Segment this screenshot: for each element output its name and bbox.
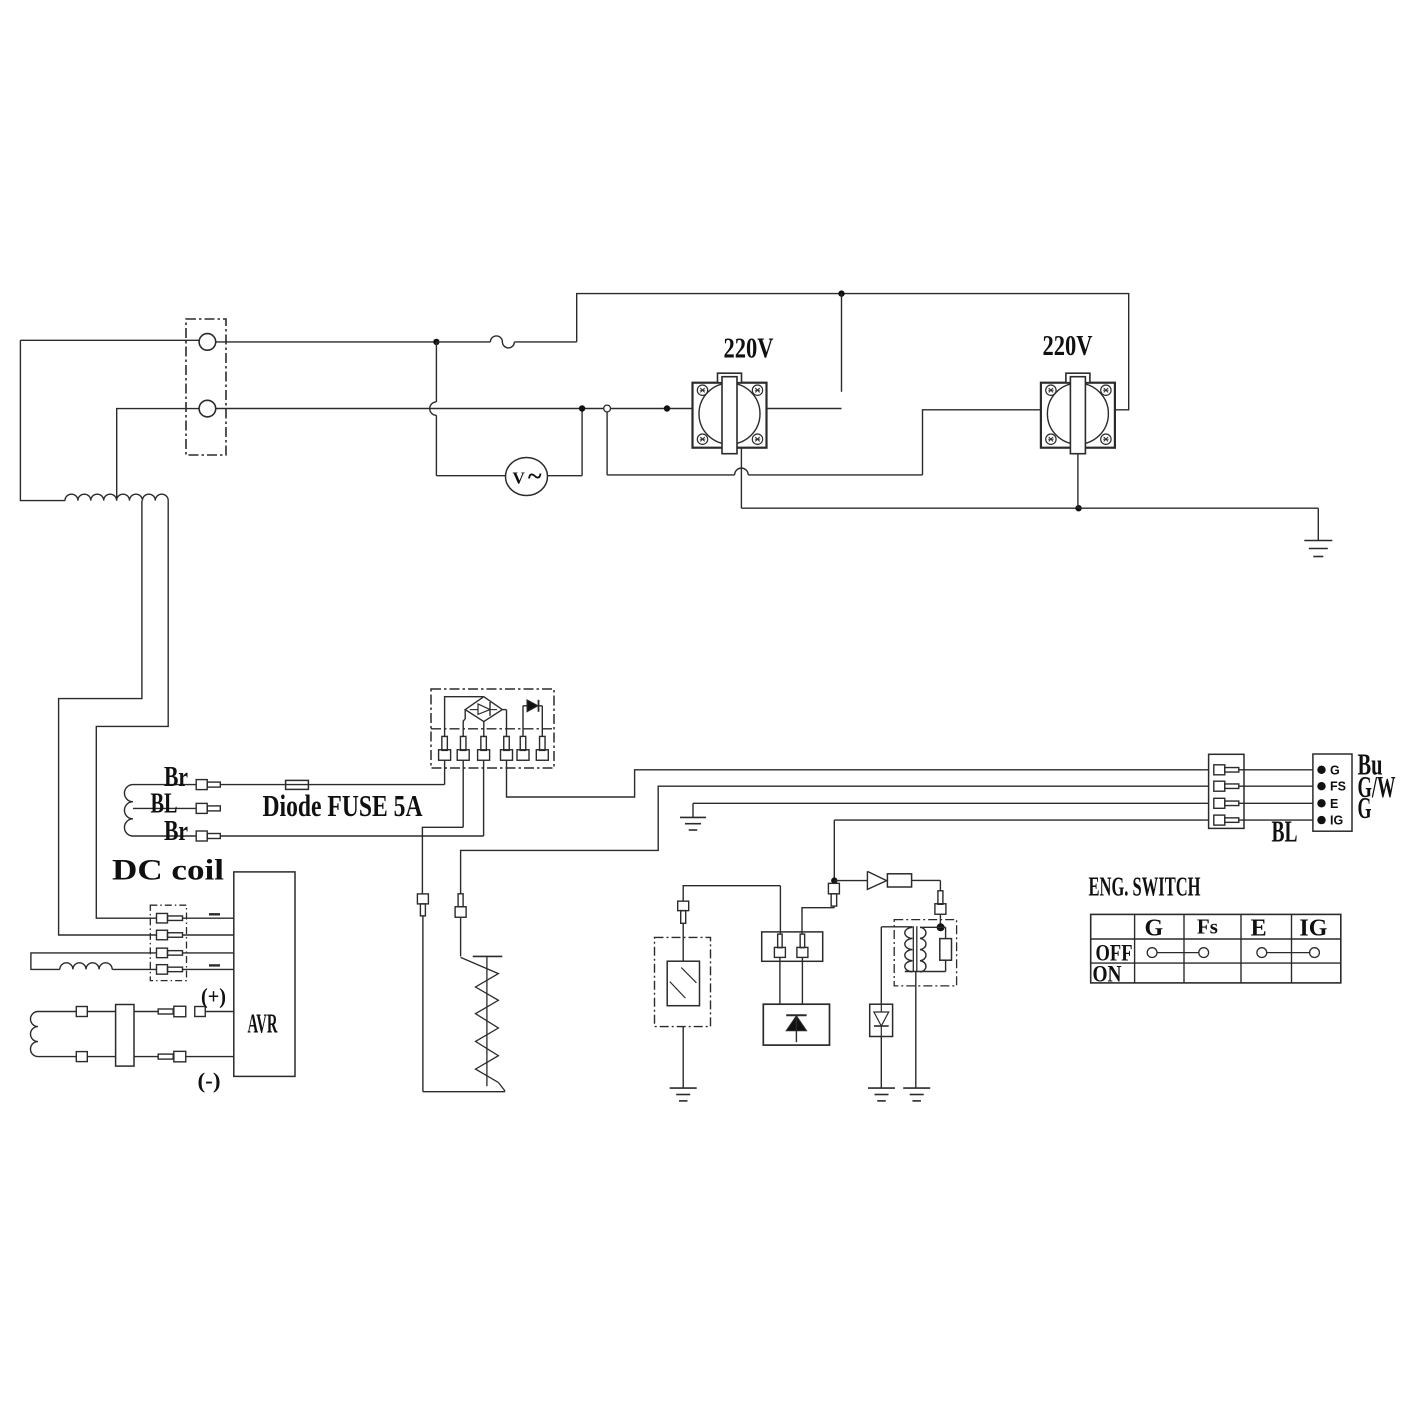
svg-text:E: E: [1251, 916, 1267, 942]
svg-text:IG: IG: [1330, 814, 1343, 828]
svg-text:DC coil: DC coil: [112, 854, 224, 887]
svg-text:Bu: Bu: [1358, 747, 1383, 782]
svg-text:Diode FUSE 5A: Diode FUSE 5A: [263, 788, 423, 823]
svg-text:Fs: Fs: [1197, 915, 1218, 939]
svg-text:(-): (-): [198, 1068, 221, 1093]
svg-text:V: V: [513, 469, 526, 488]
svg-text:Br: Br: [164, 815, 188, 847]
svg-text:OFF: OFF: [1096, 941, 1133, 966]
svg-text:G/W: G/W: [1358, 769, 1396, 804]
svg-text:G: G: [1358, 790, 1372, 825]
svg-text:BL: BL: [1272, 814, 1298, 849]
svg-text:FS: FS: [1330, 780, 1346, 794]
svg-text:220V: 220V: [1043, 331, 1093, 362]
svg-text:AVR: AVR: [248, 1009, 278, 1039]
svg-text:G: G: [1330, 763, 1340, 777]
svg-text:ENG. SWITCH: ENG. SWITCH: [1089, 872, 1201, 902]
svg-text:ON: ON: [1093, 962, 1122, 987]
svg-text:~: ~: [528, 462, 542, 491]
svg-text:220V: 220V: [724, 334, 774, 365]
svg-text:IG: IG: [1299, 916, 1327, 942]
svg-text:E: E: [1330, 797, 1338, 811]
svg-text:BL: BL: [151, 788, 178, 820]
svg-text:G: G: [1144, 916, 1163, 942]
svg-text:(+): (+): [201, 983, 226, 1008]
svg-text:Br: Br: [164, 761, 188, 793]
